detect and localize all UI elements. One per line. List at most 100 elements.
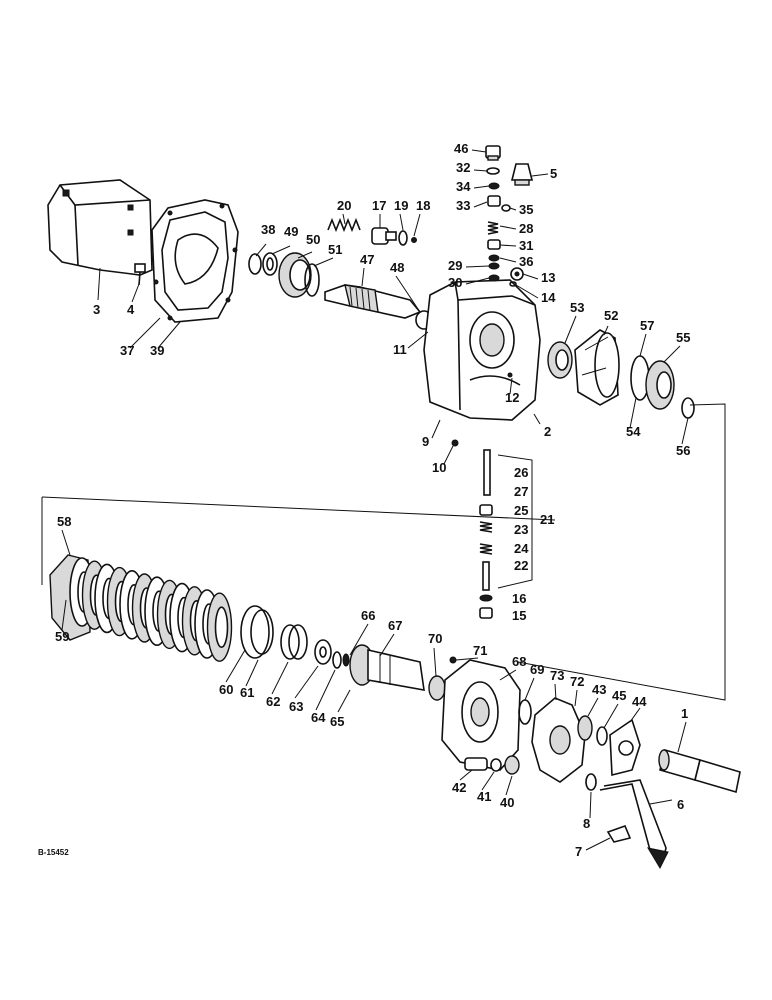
leader-line [677,721,687,753]
part-49-ring [262,252,278,276]
callout-36: 36 [519,254,533,269]
callout-28: 28 [519,221,533,236]
leader-line [465,277,490,285]
callout-57: 57 [640,318,654,333]
part-63-washer [314,639,332,665]
part-69-ring [518,699,532,725]
leader-line [515,284,539,299]
leader-line [499,669,517,681]
part-10-plug [451,439,459,447]
callout-54: 54 [626,424,641,439]
callout-7: 7 [575,844,582,859]
leader-line [603,703,619,729]
callout-20: 20 [337,198,351,213]
callout-13: 13 [541,270,555,285]
callout-39: 39 [150,343,164,358]
leader-line [587,697,599,717]
part-68-pump-housing [441,659,521,771]
leader-line [585,837,611,851]
leader-line [245,659,259,687]
part-15-plug [479,607,493,619]
callout-2: 2 [544,424,551,439]
leader-line [297,251,313,259]
part-38-ring [248,253,262,275]
part-56-snap-ring [681,397,695,419]
part-18-ball [411,237,417,243]
callout-72: 72 [570,674,584,689]
part-37-39-plate-gasket [151,199,239,323]
clutch-disc-bore [214,606,229,649]
callout-26: 26 [514,465,528,480]
part-29-washer [488,262,500,270]
part-4-bolt [134,263,146,286]
callout-65: 65 [330,714,344,729]
leader-line [473,201,488,208]
callout-70: 70 [428,631,442,646]
part-25-plug [479,504,493,516]
leader-line [509,207,517,211]
leader-line [459,769,473,781]
callout-42: 42 [452,780,466,795]
callout-61: 61 [240,685,254,700]
part-16-ring [479,594,493,602]
callout-45: 45 [612,688,626,703]
callout-17: 17 [372,198,386,213]
leader-line [663,345,681,363]
part-46-cap [485,145,501,161]
callout-60: 60 [219,682,233,697]
part-1-sleeve [658,749,741,794]
callout-48: 48 [390,260,404,275]
part-34-ring [488,182,500,190]
callout-19: 19 [394,198,408,213]
leader-line [433,647,437,677]
callout-44: 44 [632,694,647,709]
leader-line [395,275,421,313]
part-23-spring [479,521,493,533]
part-62-spring [280,624,308,660]
callout-40: 40 [500,795,514,810]
callout-8: 8 [583,816,590,831]
leader-line [473,169,488,172]
leader-line [313,257,334,267]
part-17-fitting [371,227,397,245]
leader-line [499,225,517,230]
part-14-ring [509,281,517,287]
callout-62: 62 [266,694,280,709]
part-24-spring [479,543,493,555]
part-72-73-pump-body [531,697,586,783]
callout-64: 64 [311,710,326,725]
leader-line [255,243,267,257]
leader-line [157,321,181,349]
leader-line [131,283,140,303]
leader-line [361,267,365,287]
callout-1: 1 [681,706,688,721]
part-32-washer [486,167,500,175]
callout-10: 10 [432,460,446,475]
part-28-spring [487,221,499,235]
leader-line [97,267,101,301]
part-42-pin [464,757,488,771]
part-13-fitting [510,267,524,281]
leader-line [399,213,404,231]
callout-25: 25 [514,503,528,518]
part-7-clip [606,824,632,843]
callout-23: 23 [514,522,528,537]
leader-line [271,245,291,255]
callout-68: 68 [512,654,526,669]
callout-73: 73 [550,668,564,683]
part-66-ring [342,653,350,667]
leader-line [379,633,395,657]
leader-line [413,213,421,237]
leader-lines [61,149,689,851]
callout-58: 58 [57,514,71,529]
leader-line [681,417,689,445]
callout-24: 24 [514,541,529,556]
callout-50: 50 [306,232,320,247]
part-47-shaft [324,284,422,319]
callout-41: 41 [477,789,491,804]
callout-51: 51 [328,242,342,257]
part-35-oring [501,204,511,212]
leader-line [349,623,369,656]
leader-line [574,689,578,707]
